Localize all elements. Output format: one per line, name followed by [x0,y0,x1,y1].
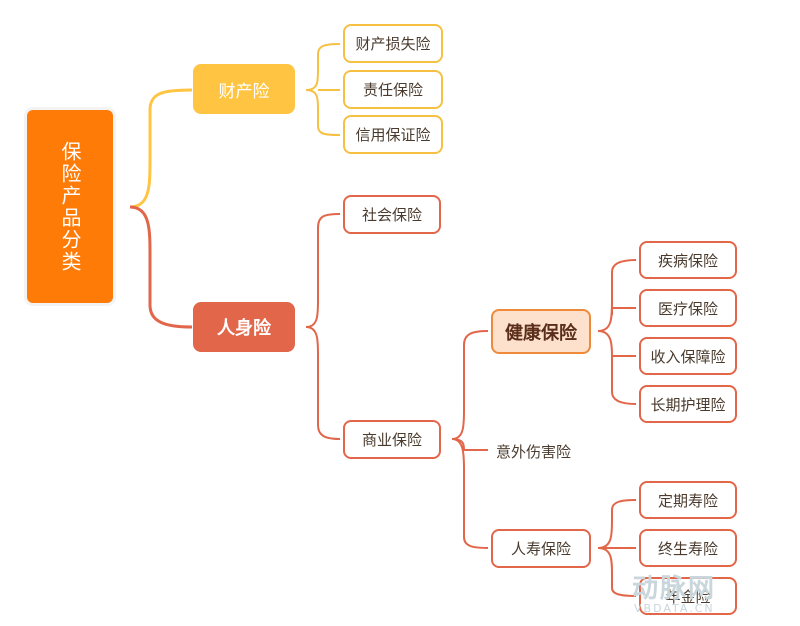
term-life-label: 定期寿险 [657,491,718,510]
root-bracket [129,88,193,209]
annuity-label: 年金险 [665,587,711,606]
accident-insurance-node[interactable]: 意外伤害险 [496,438,596,464]
medical-insurance-label: 医疗保险 [657,299,718,318]
liability-label: 责任保险 [362,81,423,99]
commercial-insurance-node[interactable]: 商业保险 [343,420,441,459]
whole-life-node[interactable]: 终生寿险 [639,529,737,567]
life-ins-label: 人寿保险 [510,540,571,558]
life-ins-node[interactable]: 人寿保险 [491,529,591,568]
social-insurance-label: 社会保险 [361,206,422,224]
social-insurance-node[interactable]: 社会保险 [343,195,441,234]
root-bracket-lower [129,205,193,329]
annuity-node[interactable]: 年金险 [639,577,737,615]
commercial-bracket [451,330,489,549]
medical-insurance-node[interactable]: 医疗保险 [639,289,737,327]
accident-insurance-label: 意外伤害险 [496,442,572,461]
property-node[interactable]: 财产险 [193,64,295,114]
root-node[interactable]: 保险产品分类 [27,110,113,303]
income-protection-label: 收入保障险 [650,347,726,366]
whole-life-label: 终生寿险 [657,539,718,558]
watermark-sub: VBDATA.CN [634,602,715,615]
watermark-main: 动脉网 [632,574,717,604]
property-loss-label: 财产损失险 [355,35,431,53]
root-label: 保险产品分类 [58,140,82,273]
life-ins-bracket [597,499,637,597]
property-loss-node[interactable]: 财产损失险 [343,24,443,63]
property-bracket [305,43,341,136]
liability-node[interactable]: 责任保险 [343,70,443,109]
long-term-care-label: 长期护理险 [650,395,726,414]
life-node[interactable]: 人身险 [193,302,295,352]
life-bracket [305,213,341,440]
health-bracket [597,259,637,405]
disease-insurance-label: 疾病保险 [657,251,718,270]
credit-guarantee-label: 信用保证险 [355,126,431,144]
health-insurance-label: 健康保险 [505,322,577,344]
disease-insurance-node[interactable]: 疾病保险 [639,241,737,279]
term-life-node[interactable]: 定期寿险 [639,481,737,519]
commercial-insurance-label: 商业保险 [361,431,422,449]
life-label: 人身险 [217,318,271,339]
credit-guarantee-node[interactable]: 信用保证险 [343,115,443,154]
property-label: 财产险 [218,81,270,102]
watermark: 动脉网 VBDATA.CN [632,568,792,618]
health-insurance-node[interactable]: 健康保险 [491,309,591,354]
income-protection-node[interactable]: 收入保障险 [639,337,737,375]
long-term-care-node[interactable]: 长期护理险 [639,385,737,423]
